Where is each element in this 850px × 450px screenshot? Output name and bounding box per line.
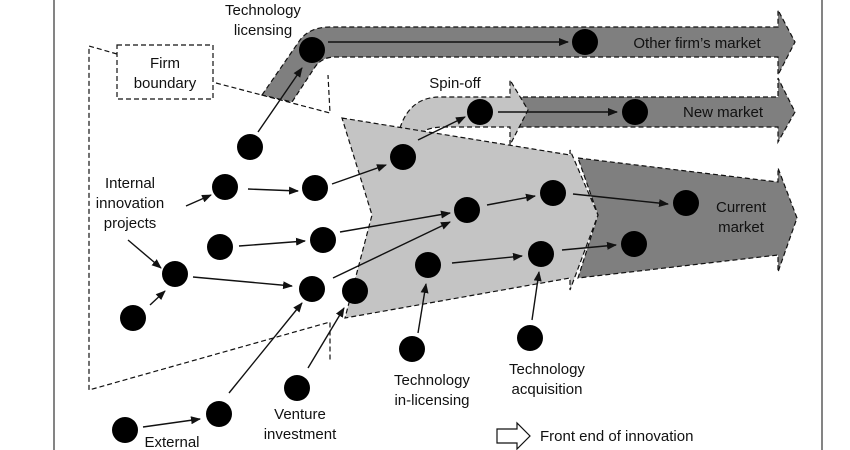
spin-off-band <box>399 77 529 146</box>
label-acquisition-2: acquisition <box>512 381 583 398</box>
label-new-market: New market <box>683 104 764 121</box>
node <box>467 99 493 125</box>
flow-arrows <box>127 38 669 428</box>
node <box>310 227 336 253</box>
firm-boundary-line <box>88 45 331 391</box>
node <box>517 325 543 351</box>
node <box>572 29 598 55</box>
node <box>415 252 441 278</box>
label-acquisition-1: Technology <box>509 361 585 378</box>
node <box>112 417 138 443</box>
node <box>621 231 647 257</box>
node <box>540 180 566 206</box>
legend-arrow-icon <box>496 421 531 450</box>
node <box>284 375 310 401</box>
node <box>237 134 263 160</box>
node <box>399 336 425 362</box>
project-nodes <box>112 29 699 443</box>
label-in-licensing-2: in-licensing <box>394 392 469 409</box>
label-internal-1: Internal <box>105 175 155 192</box>
label-spin-off: Spin-off <box>429 75 481 92</box>
label-firm-boundary-1: Firm <box>150 55 180 72</box>
node <box>206 401 232 427</box>
node <box>299 276 325 302</box>
node <box>342 278 368 304</box>
label-other-market: Other firm’s market <box>633 35 761 52</box>
label-venture-2: investment <box>264 426 337 443</box>
node <box>120 305 146 331</box>
node <box>207 234 233 260</box>
node <box>454 197 480 223</box>
node <box>162 261 188 287</box>
node <box>302 175 328 201</box>
label-tech-licensing-1: Technology <box>225 2 301 19</box>
label-venture-1: Venture <box>274 406 326 423</box>
label-current-market-2: market <box>718 219 765 236</box>
label-in-licensing-1: Technology <box>394 372 470 389</box>
node <box>622 99 648 125</box>
label-firm-boundary-2: boundary <box>134 75 197 92</box>
node <box>673 190 699 216</box>
node <box>212 174 238 200</box>
current-market-band <box>577 157 798 279</box>
firm-boundary-box <box>116 44 214 100</box>
label-internal-3: projects <box>104 215 157 232</box>
new-market-band <box>514 77 796 145</box>
node <box>390 144 416 170</box>
other-market-band <box>261 9 796 103</box>
label-tech-licensing-2: licensing <box>234 22 292 39</box>
legend-label: Front end of innovation <box>540 428 693 445</box>
label-internal-2: innovation <box>96 195 164 212</box>
node <box>299 37 325 63</box>
node <box>528 241 554 267</box>
label-external: External <box>144 434 199 450</box>
label-current-market-1: Current <box>716 199 767 216</box>
